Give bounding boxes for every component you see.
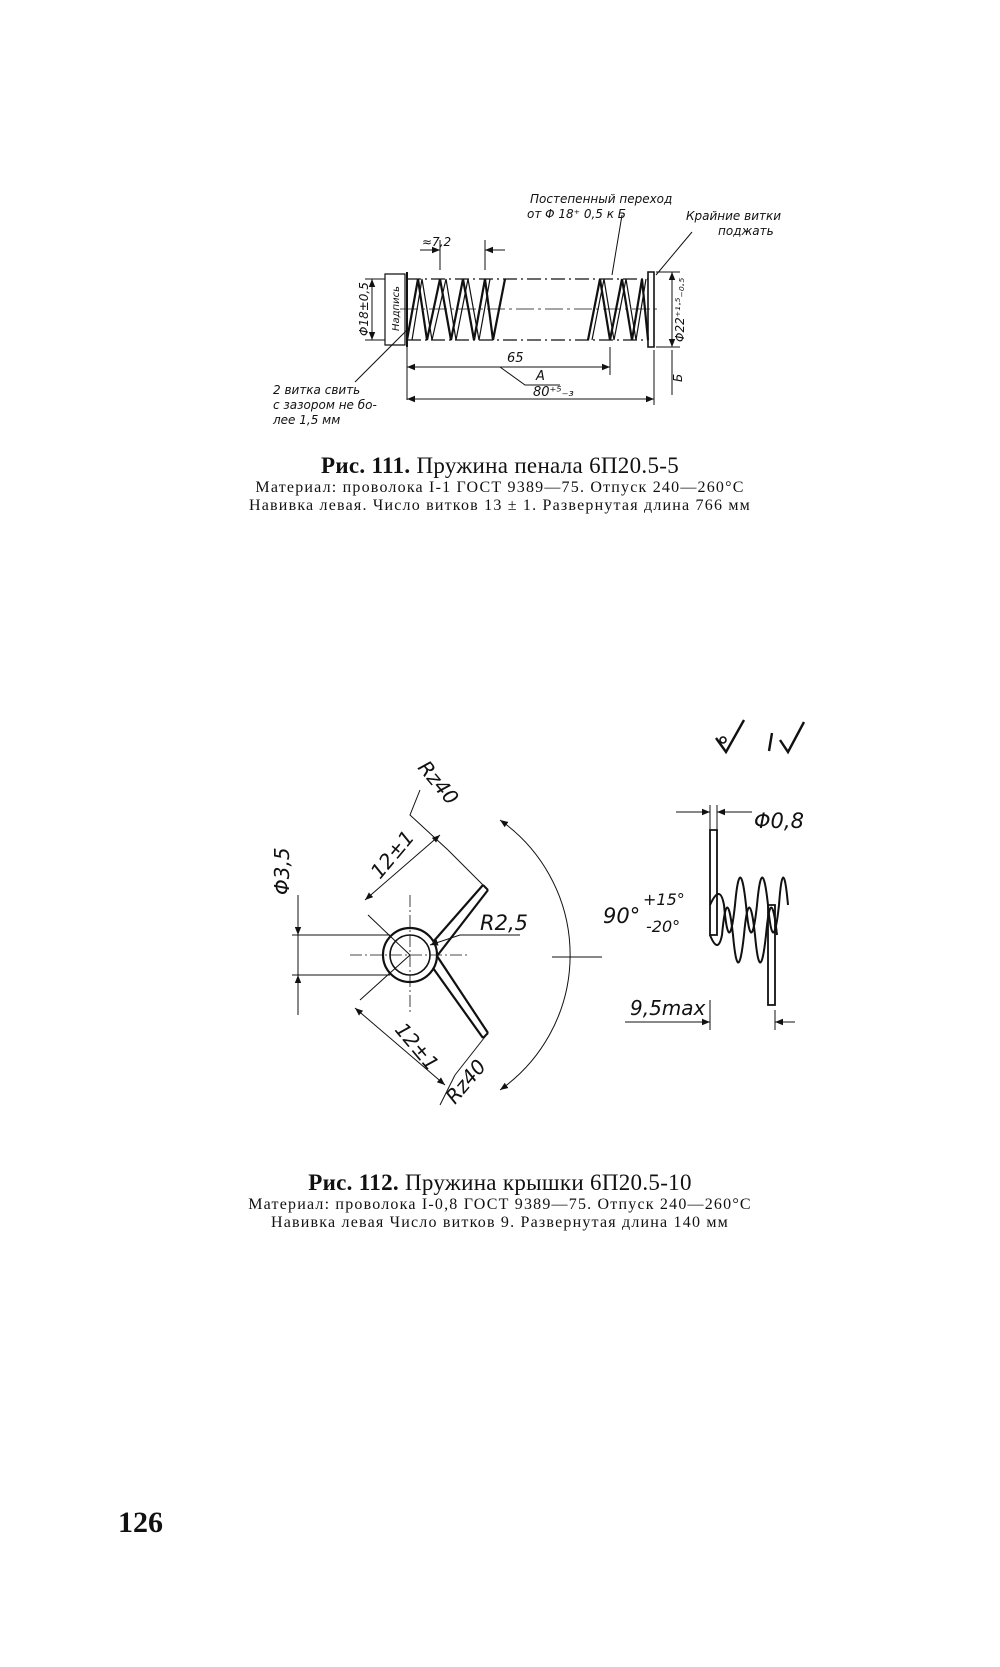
figure-112-title-line: Рис. 112. Пружина крышки 6П20.5-10 <box>0 1170 1000 1196</box>
diameter-left-dimension: Φ18±0,5 <box>357 282 371 336</box>
wire-diameter-dimension: Φ0,8 <box>754 809 804 833</box>
figure-111-title: Пружина пенала 6П20.5-5 <box>416 453 680 478</box>
transition-note-line2: от Φ 18⁺ 0,5 к Б <box>527 207 626 221</box>
left-note-line2: с зазором не бо- <box>273 398 377 412</box>
figure-111-label: Рис. 111. <box>320 453 411 478</box>
end-coils-note-line2: поджать <box>718 224 774 238</box>
leg-top-dimension: 12±1 <box>365 826 419 884</box>
figure-112-winding-line: Навивка левая Число витков 9. Развернута… <box>270 1214 730 1231</box>
rz-top-label: Rz40 <box>413 756 463 810</box>
diameter-dimension: Φ3,5 <box>270 847 294 895</box>
transition-note-line1: Постепенный переход <box>530 192 672 206</box>
length-a-dimension: A <box>535 369 545 384</box>
radius-dimension: R2,5 <box>480 911 528 935</box>
inscription-box <box>385 274 405 345</box>
spring-112-side-view <box>710 830 788 1005</box>
pitch-dimension: ≈7,2 <box>422 235 451 249</box>
roughness-symbols <box>716 720 804 752</box>
roughness-check-icon <box>716 720 744 752</box>
figure-111-title-line: Рис. 111. Пружина пенала 6П20.5-5 <box>0 453 1000 479</box>
left-note-line1: 2 витка свить <box>273 383 360 397</box>
spring-111-body <box>400 272 660 347</box>
diameter-right-dimension: Φ22⁺¹·⁵₋₀.₅ <box>673 278 687 342</box>
figure-112-label: Рис. 112. <box>308 1170 399 1195</box>
roughness-check-icon-bracketed <box>769 722 804 752</box>
figure-111-winding-line: Навивка левая. Число витков 13 ± 1. Разв… <box>249 497 751 514</box>
figure-112-title: Пружина крышки 6П20.5-10 <box>405 1170 692 1195</box>
figure-111-drawing: Постепенный переход от Φ 18⁺ 0,5 к Б Кра… <box>272 192 781 427</box>
page-number: 126 <box>118 1506 163 1539</box>
length-65-dimension: 65 <box>507 351 524 366</box>
spring-112-front-view <box>350 885 488 1038</box>
width-dimension: 9,5max <box>630 996 706 1020</box>
angle-tolerance-minus: -20° <box>646 917 680 936</box>
figure-112-caption: Рис. 112. Пружина крышки 6П20.5-10 Матер… <box>0 1170 1000 1232</box>
rz-bottom-label: Rz40 <box>440 1055 490 1109</box>
angle-dimension: 90° <box>603 904 640 928</box>
inscription-label: Надпись <box>391 286 402 331</box>
figure-112-material-line: Материал: проволока I-0,8 ГОСТ 9389—75. … <box>248 1196 752 1213</box>
figure-111-caption: Рис. 111. Пружина пенала 6П20.5-5 Матери… <box>0 453 1000 515</box>
figure-112-drawing: Rz40 Rz40 12±1 12±1 Φ3,5 R2,5 90° +15° -… <box>270 700 1000 1109</box>
leg-bottom-dimension: 12±1 <box>390 1018 444 1076</box>
left-note-line3: лее 1,5 мм <box>272 413 340 427</box>
figure-111-material-line: Материал: проволока I-1 ГОСТ 9389—75. От… <box>255 479 745 496</box>
length-total-dimension: 80⁺⁵₋₃ <box>533 385 574 400</box>
end-coils-note-line1: Крайние витки <box>686 209 781 223</box>
section-b-label: Б <box>671 374 685 382</box>
angle-tolerance-plus: +15° <box>643 890 685 909</box>
